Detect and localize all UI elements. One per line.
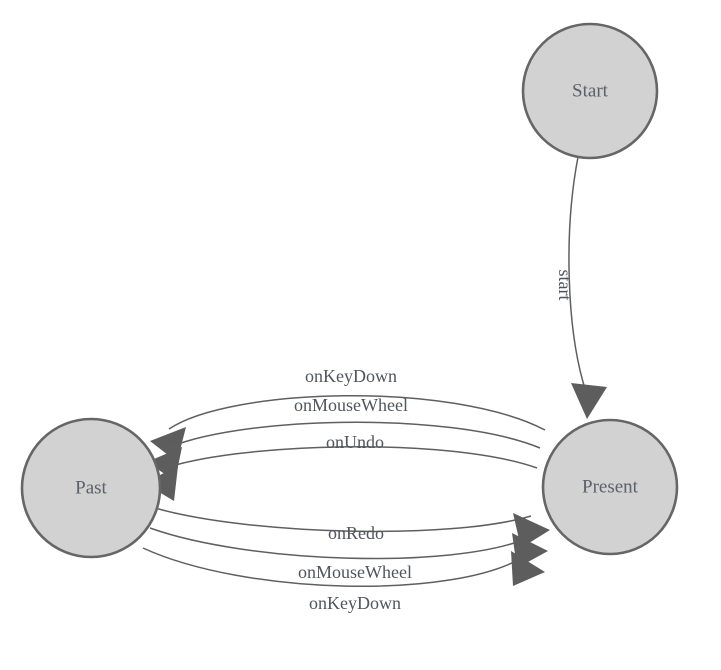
edge-past-to-present-keydown: onKeyDown (142, 547, 545, 613)
edge-start-path (568, 156, 587, 393)
edge-redo-wheel-path (149, 527, 529, 560)
node-past[interactable]: Past (20, 417, 162, 559)
node-present[interactable]: Present (541, 418, 679, 556)
node-past-circle[interactable] (20, 417, 162, 559)
node-start-label: Start (572, 80, 609, 101)
edge-redo-key-arrowhead (511, 551, 545, 586)
edge-redo-key-path (142, 547, 526, 588)
edge-redo-key-label: onKeyDown (309, 593, 401, 613)
edge-undo-wheel-label: onMouseWheel (294, 395, 408, 415)
node-start-circle[interactable] (521, 22, 659, 160)
edge-start-arrowhead (571, 383, 607, 419)
edge-undo-wheel-path (163, 421, 541, 451)
edge-start-to-present: start (555, 156, 607, 419)
edge-start-label: start (555, 270, 575, 301)
edge-redo-label: onRedo (328, 523, 384, 543)
edge-past-to-present-mousewheel: onMouseWheel (149, 527, 548, 582)
edge-undo-key-label: onKeyDown (305, 366, 397, 386)
node-start[interactable]: Start (521, 22, 659, 160)
edge-undo-path (159, 446, 538, 471)
edge-past-to-present-redo: onRedo (154, 507, 550, 548)
node-present-circle[interactable] (541, 418, 679, 556)
edge-redo-path (154, 507, 532, 533)
edge-undo-label: onUndo (326, 432, 384, 452)
node-present-label: Present (582, 476, 639, 497)
node-past-label: Past (75, 477, 107, 498)
edge-present-to-past-keydown: onKeyDown (150, 366, 546, 462)
edge-redo-wheel-label: onMouseWheel (298, 562, 412, 582)
edge-undo-key-path (168, 394, 546, 431)
edge-present-to-past-undo: onUndo (144, 432, 538, 501)
